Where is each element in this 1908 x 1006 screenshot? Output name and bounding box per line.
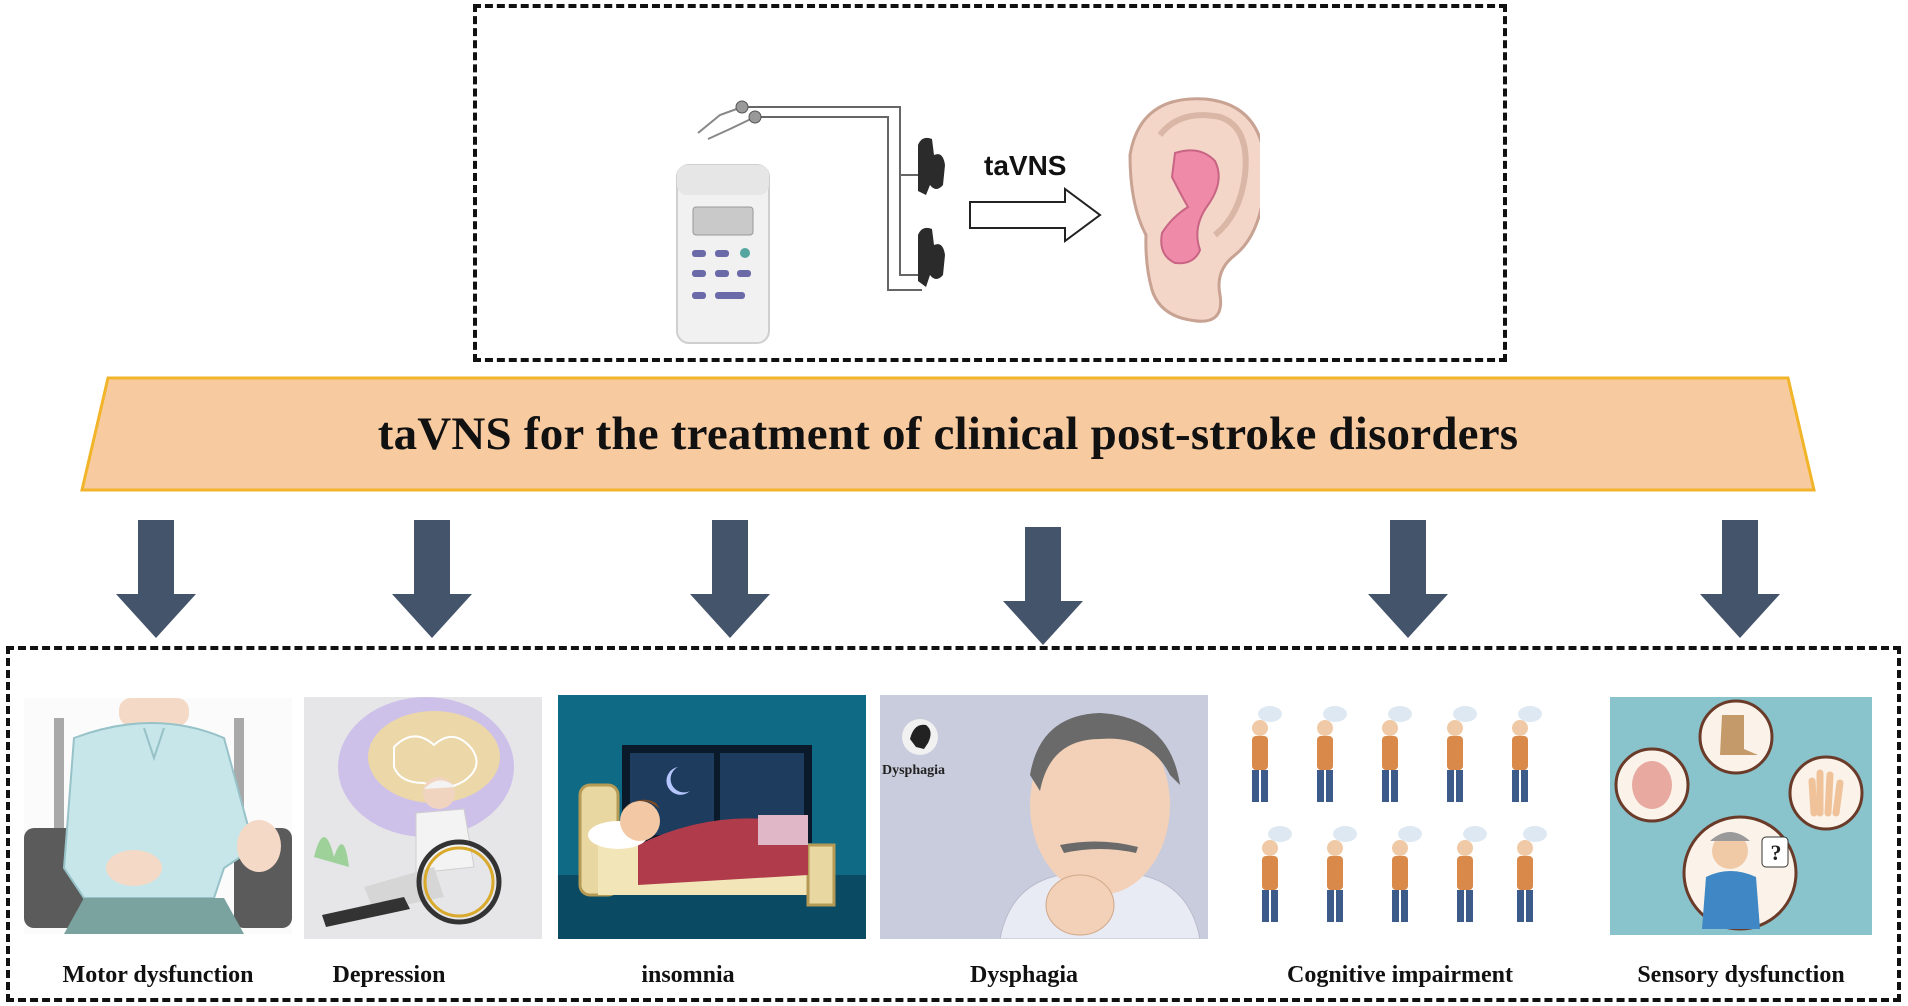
tavns-label: taVNS	[984, 150, 1067, 181]
down-arrow-icon	[392, 520, 472, 638]
sensory-body-parts-illustration	[1610, 697, 1872, 935]
disorder-label: Dysphagia	[969, 962, 1079, 988]
down-arrow-icon	[1700, 520, 1780, 638]
device-panel-frame	[473, 4, 1507, 362]
question-mark-inset: ?	[1770, 840, 1782, 865]
title-banner	[80, 376, 1816, 492]
depressed-elderly-wheelchair-illustration	[304, 697, 542, 939]
disorder-label: Motor dysfunction	[62, 962, 254, 988]
disorder-label: Cognitive impairment	[1287, 962, 1513, 988]
confused-elderly-people-illustration	[1240, 700, 1580, 942]
tavns-device-illustration	[676, 97, 1260, 344]
wheelchair-patient-illustration	[24, 698, 292, 934]
disorder-label: insomnia	[641, 962, 735, 988]
down-arrow-icon	[1003, 527, 1083, 645]
dysphagia-inset-text: Dysphagia	[882, 763, 946, 778]
man-holding-throat-illustration	[880, 695, 1208, 939]
down-arrow-icon	[690, 520, 770, 638]
sleepless-boy-in-bed-illustration	[558, 695, 866, 939]
disorder-label: Depression	[332, 962, 446, 988]
down-arrow-icon	[116, 520, 196, 638]
disorders-panel-frame	[6, 646, 1901, 1002]
banner-title: taVNS for the treatment of clinical post…	[377, 408, 1519, 460]
down-arrow-icon	[1368, 520, 1448, 638]
disorder-label: Sensory dysfunction	[1637, 962, 1845, 988]
